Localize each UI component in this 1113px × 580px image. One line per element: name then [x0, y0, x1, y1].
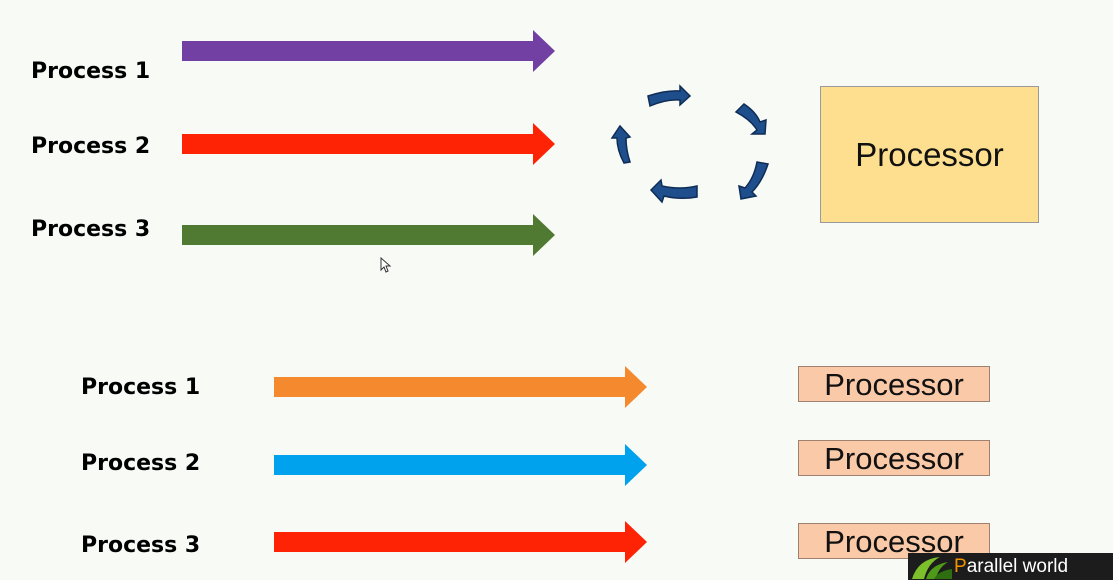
parallel-world-watermark: Parallel world: [908, 553, 1113, 580]
bottom-process-1-label: Process 1: [81, 375, 201, 400]
top-process-2-arrow: [182, 123, 555, 165]
bottom-processor-box-3: Processor: [798, 523, 990, 559]
bottom-arrow-1-shape: [274, 366, 647, 408]
top-arrow-3-shape: [182, 214, 555, 256]
bottom-process-3-arrow: [274, 521, 647, 563]
bottom-processor-box-2: Processor: [798, 440, 990, 476]
bottom-process-2-label: Process 2: [81, 451, 201, 476]
bottom-arrow-2-shape: [274, 444, 647, 486]
bottom-process-2-arrow: [274, 444, 647, 486]
top-process-2-label: Process 2: [31, 134, 151, 159]
cycle-arrow-left: [610, 124, 632, 164]
bottom-process-3-label: Process 3: [81, 533, 201, 558]
bottom-processor-label-3: Processor: [824, 523, 964, 559]
bottom-process-1-arrow: [274, 366, 647, 408]
top-processor-box: Processor: [820, 86, 1039, 223]
cycle-arrow-bottom: [649, 178, 698, 204]
bottom-processor-label-2: Processor: [824, 440, 964, 476]
top-process-1-arrow: [182, 30, 555, 72]
context-switch-cycle: [610, 84, 769, 204]
parallel-world-logo-icon: [912, 557, 952, 579]
top-arrow-1-shape: [182, 30, 555, 72]
top-process-3-arrow: [182, 214, 555, 256]
top-process-1-label: Process 1: [31, 59, 151, 84]
bottom-arrow-3-shape: [274, 521, 647, 563]
top-arrow-2-shape: [182, 123, 555, 165]
bottom-processor-box-1: Processor: [798, 366, 990, 402]
top-processor-label: Processor: [855, 135, 1004, 173]
cycle-arrow-top: [647, 84, 692, 108]
mouse-cursor-icon: [380, 257, 392, 273]
cycle-arrow-right-top: [734, 103, 767, 135]
top-process-3-label: Process 3: [31, 217, 151, 242]
cycle-arrow-right-bottom: [738, 161, 769, 200]
watermark-text: Parallel world: [954, 555, 1069, 577]
bottom-processor-label-1: Processor: [824, 366, 964, 402]
